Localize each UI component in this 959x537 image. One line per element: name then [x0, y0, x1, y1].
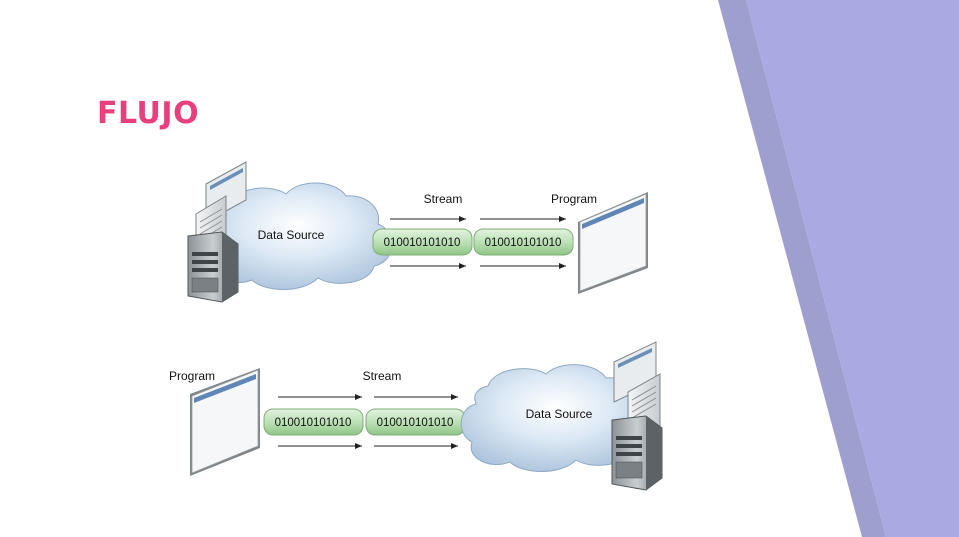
output-stream-diagram: Program Stream 010010101010 010010101010 [169, 341, 663, 491]
bit-pill: 010010101010 [473, 228, 574, 256]
stream-label: Stream [363, 369, 402, 383]
bit-label: 010010101010 [485, 237, 562, 249]
slide-title: FLUJO [97, 96, 200, 131]
bit-label: 010010101010 [275, 417, 352, 429]
program-window-icon [578, 192, 648, 294]
stream-label: Stream [424, 192, 463, 206]
input-stream-diagram: Data Source Stream [187, 161, 648, 303]
bit-pill: 010010101010 [365, 408, 466, 436]
source-label: Data Source [526, 407, 593, 421]
server-icon [187, 161, 247, 303]
source-label: Data Source [258, 228, 325, 242]
side-ribbon-light [746, 0, 959, 537]
program-label: Program [169, 369, 215, 383]
program-label: Program [551, 192, 597, 206]
bit-pill: 010010101010 [372, 228, 473, 256]
server-icon [611, 341, 663, 491]
bit-label: 010010101010 [384, 237, 461, 249]
bit-label: 010010101010 [377, 417, 454, 429]
side-ribbon-dark [718, 0, 886, 537]
program-window-icon [190, 368, 260, 476]
bit-pill: 010010101010 [263, 408, 364, 436]
